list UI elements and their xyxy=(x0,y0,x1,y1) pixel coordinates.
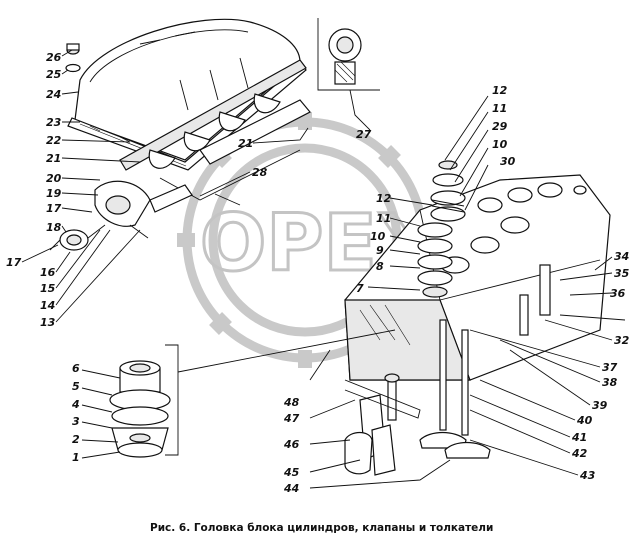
callout-21-right: 21 xyxy=(238,137,253,150)
callout-11-mid: 11 xyxy=(376,212,391,225)
callout-34: 34 xyxy=(614,250,629,263)
callout-27: 27 xyxy=(356,128,372,141)
callout-46: 46 xyxy=(283,438,300,451)
callout-41: 41 xyxy=(571,431,587,444)
callout-47: 47 xyxy=(283,412,300,425)
valve-spring-stack xyxy=(417,160,466,298)
callout-22: 22 xyxy=(46,134,62,147)
callout-3: 3 xyxy=(72,415,80,428)
callout-26: 26 xyxy=(46,51,62,64)
callout-20: 20 xyxy=(46,172,62,185)
callout-2: 2 xyxy=(72,433,80,446)
callout-12-top: 12 xyxy=(492,84,508,97)
callout-32: 32 xyxy=(614,334,630,347)
callout-7: 7 xyxy=(356,282,364,295)
callout-43: 43 xyxy=(579,469,596,482)
callout-30: 30 xyxy=(500,155,516,168)
callout-4: 4 xyxy=(71,398,80,411)
callout-45: 45 xyxy=(283,466,300,479)
callout-15: 15 xyxy=(40,282,56,295)
callout-23: 23 xyxy=(46,116,62,129)
callout-28: 28 xyxy=(252,166,268,179)
callout-19: 19 xyxy=(46,187,62,200)
callout-10-mid: 10 xyxy=(370,230,386,243)
callout-9: 9 xyxy=(376,244,384,257)
callout-16: 16 xyxy=(40,266,56,279)
callouts: 26 25 24 23 22 21 20 19 17 18 17 16 15 1… xyxy=(6,51,630,495)
callout-36: 36 xyxy=(610,287,626,300)
callout-48: 48 xyxy=(283,396,300,409)
callout-25: 25 xyxy=(46,68,62,81)
callout-44: 44 xyxy=(283,482,299,495)
callout-5: 5 xyxy=(72,380,80,393)
callout-40: 40 xyxy=(576,414,593,427)
callout-18: 18 xyxy=(46,221,62,234)
valve-cover xyxy=(67,18,307,171)
callout-39: 39 xyxy=(592,399,608,412)
callout-6: 6 xyxy=(72,362,80,375)
callout-1: 1 xyxy=(72,451,80,464)
callout-42: 42 xyxy=(571,447,588,460)
cap-detail xyxy=(317,18,380,91)
callout-12-mid: 12 xyxy=(376,192,392,205)
callout-37: 37 xyxy=(602,361,618,374)
callout-14: 14 xyxy=(40,299,55,312)
rocker-shaft-assembly xyxy=(119,59,311,206)
valves xyxy=(419,319,491,459)
callout-29: 29 xyxy=(492,120,508,133)
cylinder-head xyxy=(344,174,626,381)
rocker-arm-detail xyxy=(49,180,193,251)
leader-lines xyxy=(21,49,613,489)
callout-11-top: 11 xyxy=(492,102,507,115)
callout-21-left: 21 xyxy=(46,152,61,165)
callout-24: 24 xyxy=(46,88,61,101)
cover-nut xyxy=(65,43,81,73)
callout-17-top: 17 xyxy=(46,202,62,215)
tappets xyxy=(344,373,421,476)
callout-13: 13 xyxy=(40,316,56,329)
callout-17-bottom: 17 xyxy=(6,256,22,269)
figure-caption: Рис. 6. Головка блока цилиндров, клапаны… xyxy=(150,522,493,534)
callout-35: 35 xyxy=(614,267,630,280)
callout-8: 8 xyxy=(376,260,384,273)
sleeve-assembly xyxy=(109,329,396,458)
callout-10-top: 10 xyxy=(492,138,508,151)
callout-38: 38 xyxy=(602,376,618,389)
